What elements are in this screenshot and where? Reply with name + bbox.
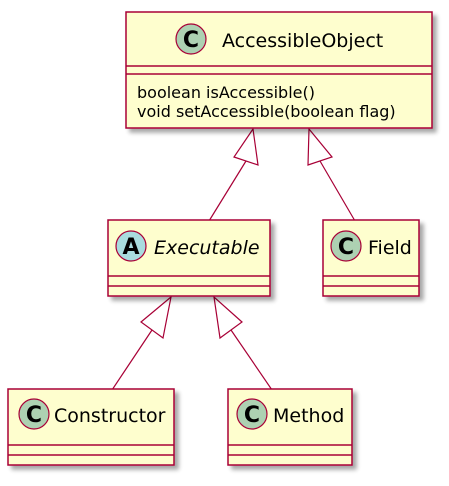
- class-badge-icon: C: [18, 398, 50, 430]
- edge-field-to-accessibleobject: [307, 127, 356, 222]
- edge-constructor-to-executable: [111, 295, 172, 391]
- edge-method-to-executable: [213, 295, 273, 391]
- class-name-accessible-object: AccessibleObject: [222, 30, 383, 52]
- generalization-edges: [111, 127, 356, 391]
- class-name-field: Field: [368, 237, 412, 259]
- svg-text:A: A: [122, 235, 139, 260]
- class-name-method: Method: [273, 405, 344, 427]
- edge-executable-to-accessibleobject: [208, 127, 259, 222]
- svg-text:C: C: [244, 403, 260, 428]
- class-badge-icon: C: [236, 398, 268, 430]
- svg-text:C: C: [183, 28, 199, 53]
- class-name-executable: Executable: [154, 237, 260, 259]
- class-badge-icon: C: [330, 230, 362, 262]
- method-set-accessible: void setAccessible(boolean flag): [137, 102, 396, 121]
- class-name-constructor: Constructor: [54, 405, 166, 427]
- class-badge-icon: C: [175, 23, 207, 55]
- class-accessible-object[interactable]: [125, 11, 433, 129]
- svg-text:C: C: [26, 403, 42, 428]
- svg-text:C: C: [338, 235, 354, 260]
- abstract-badge-icon: A: [115, 230, 147, 262]
- method-is-accessible: boolean isAccessible(): [137, 83, 315, 102]
